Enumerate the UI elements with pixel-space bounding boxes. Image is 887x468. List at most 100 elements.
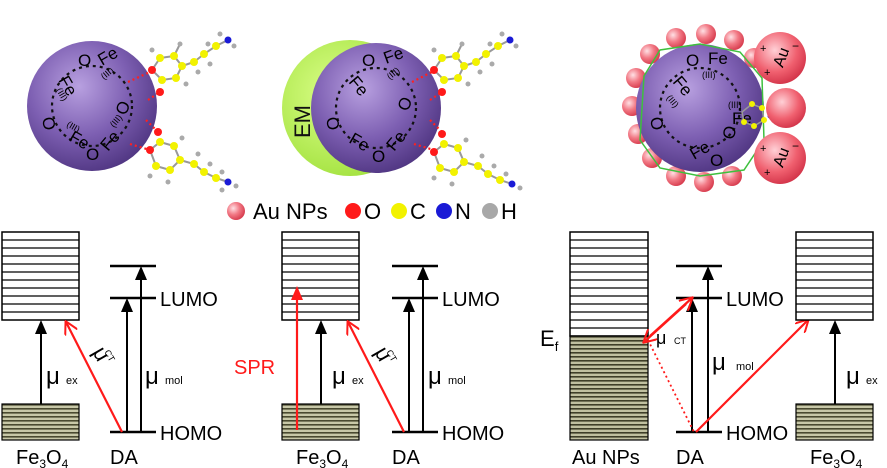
mu-ex-label: μ	[332, 363, 346, 390]
fe3o4-sphere	[311, 43, 441, 173]
charge-plus: +	[760, 43, 766, 55]
dopamine-molecule-lower	[146, 128, 239, 193]
charge-minus: −	[792, 139, 799, 153]
o-label: O	[372, 147, 385, 166]
energy-panel-2: SPR μ ex μ mol LUMO HOMO μ CT Fe3O4 DA	[234, 231, 504, 468]
au-band-filled	[569, 335, 649, 441]
oxidation-label: (III)	[728, 100, 742, 110]
charge-minus: −	[792, 39, 799, 53]
conduction-band	[795, 231, 874, 321]
dopamine-molecule-lower	[430, 130, 523, 191]
o-atom	[154, 128, 162, 136]
semiconductor-label: Fe3O4	[810, 447, 863, 468]
semiconductor-label: Fe3O4	[296, 447, 349, 468]
lumo-label: LUMO	[160, 289, 218, 311]
au-np-ring	[622, 24, 764, 192]
mu-ex-sub: ex	[66, 375, 78, 387]
homo-label: HOMO	[160, 423, 222, 445]
fe3o4-sphere	[636, 44, 764, 172]
dopamine-molecule-upper	[148, 31, 237, 96]
legend-au-marker	[227, 202, 245, 220]
legend-c-marker	[391, 203, 407, 219]
charge-plus: +	[764, 167, 770, 179]
legend-h-label: H	[501, 199, 517, 224]
coordination-bond	[129, 119, 159, 152]
o-label: O	[394, 94, 416, 113]
mu-ct-arrow	[66, 322, 123, 433]
legend-o-marker	[345, 203, 361, 219]
o-label: O	[38, 115, 59, 131]
o-label: O	[710, 151, 723, 170]
homo-transfer-dotted	[647, 339, 695, 433]
fe-o-ring	[334, 66, 418, 150]
o-atom	[146, 146, 154, 154]
nanoparticle-fe3o4-da: Fe (III) O Fe (III) O Fe (III) O O Fe (I…	[27, 41, 161, 171]
mu-ex-label: μ	[846, 363, 860, 390]
mu-ct-label: μ	[656, 328, 666, 348]
o-label: O	[112, 98, 134, 117]
coordination-bond	[127, 70, 161, 101]
mu-mol-sub: mol	[448, 375, 466, 387]
n-atom	[224, 36, 232, 44]
au-band-empty	[569, 231, 649, 337]
conduction-band	[281, 231, 360, 321]
o-label: O	[362, 51, 375, 70]
o-atom	[156, 88, 164, 96]
legend-c-label: C	[410, 199, 426, 224]
semiconductor-label: Fe3O4	[16, 447, 69, 468]
energy-panel-3: Ef μ mol LUMO HOMO μ CT μ ex Au NPs DA F…	[540, 231, 878, 468]
n-atom	[224, 178, 232, 186]
mu-ct-long-arrow	[695, 320, 808, 433]
fe3o4-sphere	[27, 41, 157, 171]
mu-ex-label: μ	[46, 363, 60, 390]
valence-band	[795, 403, 874, 441]
o-label: O	[86, 145, 99, 164]
coordination-bond	[411, 71, 443, 101]
homo-label: HOMO	[442, 423, 504, 445]
valence-band	[1, 403, 80, 441]
valence-band	[281, 403, 360, 441]
mu-mol-label: μ	[145, 363, 159, 390]
mu-ct-arrow	[348, 322, 405, 433]
legend-o-label: O	[364, 199, 381, 224]
mu-mol-label: μ	[428, 363, 442, 390]
mu-ct-sub: CT	[674, 336, 686, 346]
legend-n-label: N	[455, 199, 471, 224]
fermi-level-label: Ef	[540, 326, 559, 354]
au-nps-label: Au NPs	[572, 447, 640, 468]
legend-n-marker	[436, 203, 452, 219]
mu-ct-back-arrow	[644, 303, 687, 342]
legend-h-marker	[482, 203, 498, 219]
dopamine-molecule-upper	[430, 31, 519, 96]
mu-mol-label: μ	[712, 349, 726, 376]
em-label: EM	[290, 105, 315, 138]
coordination-bond	[413, 119, 443, 152]
legend-au-label: Au NPs	[253, 199, 328, 224]
o-label: O	[719, 124, 740, 140]
au-nanoparticle	[754, 132, 806, 184]
mu-mol-sub: mol	[165, 375, 183, 387]
fe-o-ring	[658, 66, 742, 150]
au-nanoparticle	[766, 88, 806, 128]
nanoparticle-em-fe3o4-da: EM Fe O Fe (III) O Fe O O Fe	[282, 40, 443, 176]
lumo-label: LUMO	[726, 289, 784, 311]
nanoparticle-au-fe3o4-da: Fe (III) O Fe (III) O Fe O Fe (III) O Au…	[622, 24, 806, 192]
charge-plus: +	[760, 143, 766, 155]
o-label: O	[646, 115, 667, 131]
spr-label: SPR	[234, 357, 275, 379]
mu-ex-sub: ex	[352, 375, 364, 387]
o-label: O	[686, 51, 699, 70]
o-label: O	[322, 115, 343, 131]
da-label: DA	[392, 447, 420, 468]
fe-label: Fe	[708, 49, 728, 68]
mu-ex-sub: ex	[866, 375, 878, 387]
au-label: Au	[771, 145, 794, 169]
mu-mol-sub: mol	[736, 361, 754, 373]
homo-label: HOMO	[726, 423, 788, 445]
energy-panel-1: μ ex μ mol LUMO HOMO μ CT Fe3O4 DA	[1, 231, 222, 468]
conduction-band	[1, 231, 80, 321]
au-label: Au	[771, 45, 794, 69]
da-label: DA	[676, 447, 704, 468]
oxidation-label: (III)	[702, 70, 716, 80]
